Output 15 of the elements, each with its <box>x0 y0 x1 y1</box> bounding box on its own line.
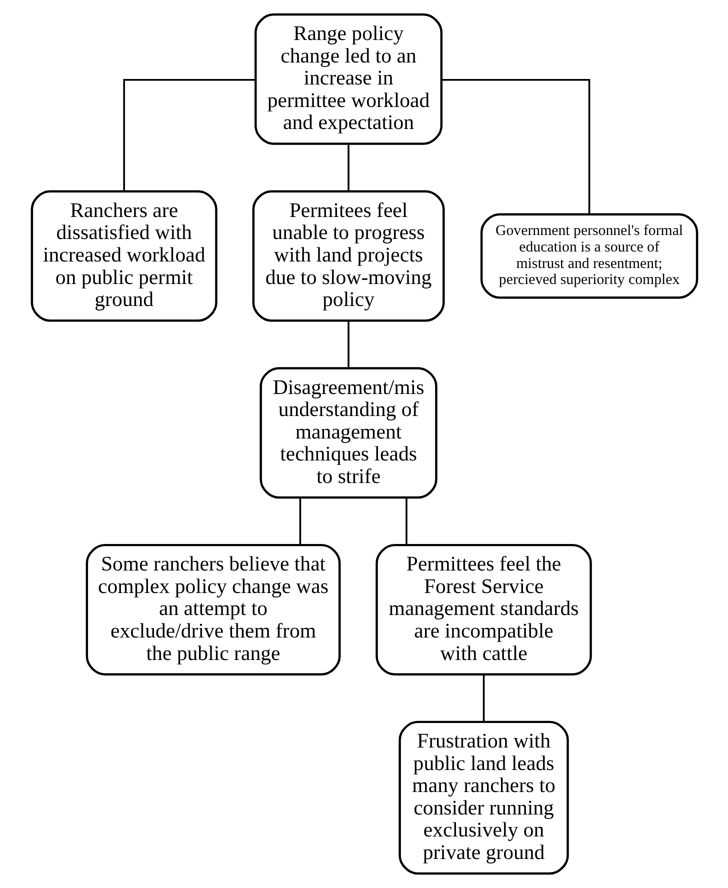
connector <box>347 144 349 192</box>
node-box: Disagreement/mis understanding of management techniques leads to strife <box>259 367 437 499</box>
node-box: Ranchers are dissatisfied with increased workload on public permit ground <box>30 190 217 322</box>
node-box: Permitees feel unable to progress with land projects due to slow-moving policy <box>252 190 444 322</box>
node-box: Range policy change led to an increase in permittee workload and expectation <box>254 13 442 145</box>
connector <box>298 498 301 545</box>
connector <box>347 320 349 368</box>
node-box: Government personnel's formal education is a source of mistrust and resentment; percieved superiority complex <box>480 213 698 299</box>
connector <box>405 498 407 545</box>
connector <box>441 78 590 214</box>
node-box: Some ranchers believe that complex policy change was an attempt to exclude/drive them from the public range <box>85 544 340 676</box>
connector <box>482 674 484 722</box>
node-box: Frustration with public land leads many ranchers to consider running exclusively on private ground <box>398 720 568 875</box>
node-box: Permittees feel the Forest Service management standards are incompatible with cattle <box>375 544 592 676</box>
connector <box>122 78 255 191</box>
